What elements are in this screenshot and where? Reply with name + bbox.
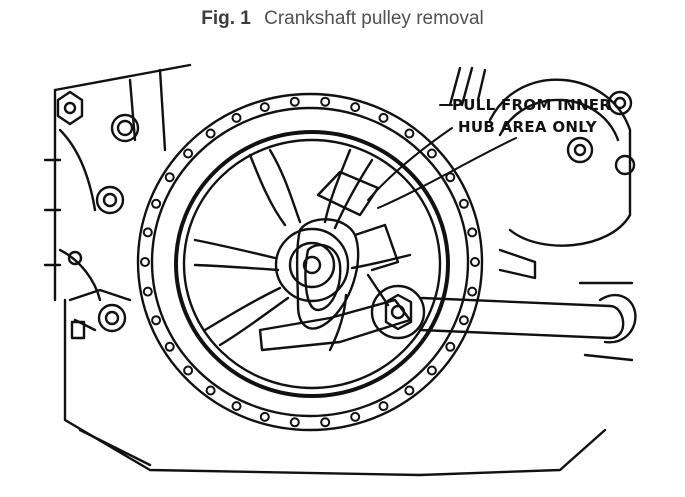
rim-hole: [259, 102, 270, 113]
rim-hole: [378, 401, 389, 412]
water-pump-pulley: [448, 66, 636, 280]
figure-title: Crankshaft pulley removal: [264, 8, 484, 29]
rim-hole: [140, 257, 150, 267]
rim-hole: [320, 96, 331, 107]
rim-hole: [231, 112, 242, 123]
rim-hole: [231, 401, 242, 412]
callout-text-line-1: PULL FROM INNER: [452, 96, 611, 114]
callout-text-line-2: HUB AREA ONLY: [458, 118, 598, 136]
rim-hole: [458, 315, 469, 326]
rim-hole: [378, 112, 389, 123]
rim-hole: [445, 341, 456, 352]
callout-leader: [367, 104, 517, 209]
rim-hole: [289, 417, 300, 428]
pulley-rim-holes: [140, 96, 480, 428]
rim-hole: [205, 385, 216, 396]
wrench: [370, 281, 637, 362]
rim-hole: [445, 172, 456, 183]
rim-hole: [289, 96, 300, 107]
rim-hole: [205, 128, 216, 139]
rim-hole: [142, 286, 153, 297]
rim-hole: [183, 365, 194, 376]
rim-hole: [467, 227, 478, 238]
rim-hole: [467, 286, 478, 297]
rim-hole: [151, 315, 162, 326]
figure-label: Fig. 1: [201, 8, 251, 29]
rim-hole: [151, 198, 162, 209]
rim-hole: [183, 148, 194, 159]
rim-hole: [142, 227, 153, 238]
rim-hole: [350, 102, 361, 113]
rim-hole: [259, 411, 270, 422]
rim-hole: [458, 198, 469, 209]
rim-hole: [164, 172, 175, 183]
rim-hole: [404, 385, 415, 396]
rim-hole: [426, 148, 437, 159]
rim-hole: [350, 411, 361, 422]
rim-hole: [320, 417, 331, 428]
rim-hole: [426, 365, 437, 376]
rim-hole: [470, 257, 480, 267]
rim-hole: [404, 128, 415, 139]
figure-caption: Fig. 1 Crankshaft pulley removal: [0, 8, 685, 30]
engine-block: [43, 63, 607, 477]
rim-hole: [164, 341, 175, 352]
engine-bolts: [56, 90, 140, 340]
crankshaft-pulley: [136, 92, 484, 432]
